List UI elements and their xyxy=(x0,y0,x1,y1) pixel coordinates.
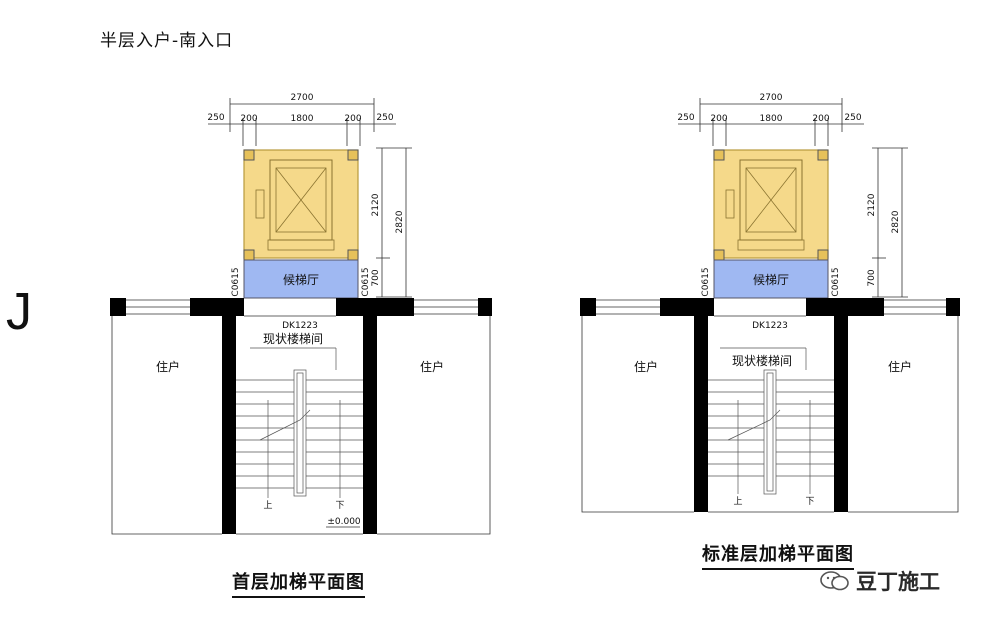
dim-outer-left: 250 xyxy=(677,113,694,123)
dim-inner: 1800 xyxy=(291,114,314,124)
lobby-label: 候梯厅 xyxy=(753,273,789,287)
door-tag: DK1223 xyxy=(752,321,788,331)
stair-label: 现状楼梯间 xyxy=(732,353,792,368)
lobby-label: 候梯厅 xyxy=(283,273,319,287)
elevator-shaft xyxy=(713,149,829,259)
watermark: 豆丁施工 xyxy=(820,566,940,596)
dim-wall-left: 200 xyxy=(240,114,257,124)
elevator-lobby xyxy=(243,259,359,299)
elevator-lobby xyxy=(713,259,829,299)
elevation-mark: ±0.000 xyxy=(327,517,361,527)
wechat-icon xyxy=(820,571,849,591)
dim-inner: 1800 xyxy=(760,114,783,124)
dim-overall: 2820 xyxy=(891,210,901,233)
dim-shaft: 2120 xyxy=(371,193,381,216)
window-tag-right: C0615 xyxy=(831,267,841,296)
dim-total: 2700 xyxy=(291,93,314,103)
window-tag-right: C0615 xyxy=(361,267,371,296)
door-tag: DK1223 xyxy=(282,321,318,331)
dim-overall: 2820 xyxy=(395,210,405,233)
stair-down: 下 xyxy=(805,497,814,507)
unit-right: 住户 xyxy=(420,359,444,374)
dim-shaft: 2120 xyxy=(867,193,877,216)
caption-standard-floor: 标准层加梯平面图 xyxy=(702,540,854,570)
dim-wall-right: 200 xyxy=(812,114,829,124)
dim-wall-right: 200 xyxy=(344,114,361,124)
dim-lobby: 700 xyxy=(371,269,381,286)
dim-wall-left: 200 xyxy=(710,114,727,124)
window-tag-left: C0615 xyxy=(231,267,241,296)
plan-standard-floor: 2700 250 200 1800 200 250 2120 700 2820 … xyxy=(580,93,960,513)
dim-total: 2700 xyxy=(760,93,783,103)
plan-ground-floor: 2700 250 200 1800 200 250 2120 700 2820 … xyxy=(110,93,492,535)
stair-flight xyxy=(708,347,834,495)
stair-down: 下 xyxy=(335,501,344,511)
dim-outer-right: 250 xyxy=(844,113,861,123)
dim-lobby: 700 xyxy=(867,269,877,286)
dim-outer-left: 250 xyxy=(207,113,224,123)
watermark-text: 豆丁施工 xyxy=(856,570,940,594)
stair-up: 上 xyxy=(733,496,742,507)
page-title: 半层入户-南入口 xyxy=(100,31,234,51)
unit-left: 住户 xyxy=(156,359,180,374)
dim-outer-right: 250 xyxy=(376,113,393,123)
stair-up: 上 xyxy=(263,500,272,511)
axis-mark: J xyxy=(6,283,32,341)
caption-ground-floor: 首层加梯平面图 xyxy=(232,568,365,598)
window-tag-left: C0615 xyxy=(701,267,711,296)
stair-label: 现状楼梯间 xyxy=(263,331,323,346)
unit-left: 住户 xyxy=(634,359,658,374)
unit-right: 住户 xyxy=(888,359,912,374)
stair-flight xyxy=(236,347,363,498)
